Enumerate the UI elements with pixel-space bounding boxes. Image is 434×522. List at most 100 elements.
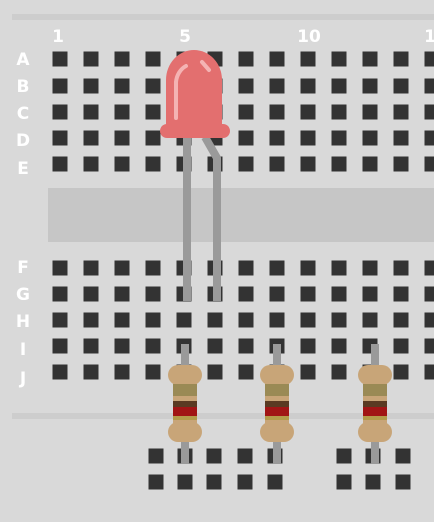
hole-bottom[interactable]: [207, 364, 223, 380]
hole-top[interactable]: [83, 78, 99, 94]
rail-hole[interactable]: [148, 474, 164, 490]
hole-bottom[interactable]: [331, 286, 347, 302]
hole-top[interactable]: [424, 78, 434, 94]
hole-top[interactable]: [114, 156, 130, 172]
hole-bottom[interactable]: [207, 338, 223, 354]
hole-bottom[interactable]: [145, 364, 161, 380]
hole-bottom[interactable]: [393, 338, 409, 354]
hole-bottom[interactable]: [83, 260, 99, 276]
hole-bottom[interactable]: [362, 286, 378, 302]
hole-bottom[interactable]: [331, 312, 347, 328]
hole-top[interactable]: [424, 130, 434, 146]
hole-bottom[interactable]: [424, 286, 434, 302]
hole-bottom[interactable]: [176, 312, 192, 328]
hole-top[interactable]: [331, 78, 347, 94]
hole-top[interactable]: [269, 130, 285, 146]
hole-top[interactable]: [114, 130, 130, 146]
hole-top[interactable]: [362, 78, 378, 94]
hole-top[interactable]: [424, 51, 434, 67]
hole-top[interactable]: [269, 78, 285, 94]
hole-top[interactable]: [300, 156, 316, 172]
rail-hole[interactable]: [365, 474, 381, 490]
hole-top[interactable]: [269, 156, 285, 172]
hole-bottom[interactable]: [300, 364, 316, 380]
hole-top[interactable]: [52, 156, 68, 172]
hole-bottom[interactable]: [114, 338, 130, 354]
hole-bottom[interactable]: [52, 260, 68, 276]
hole-bottom[interactable]: [52, 364, 68, 380]
hole-bottom[interactable]: [362, 312, 378, 328]
hole-bottom[interactable]: [269, 260, 285, 276]
hole-top[interactable]: [238, 104, 254, 120]
hole-bottom[interactable]: [238, 312, 254, 328]
hole-top[interactable]: [114, 78, 130, 94]
hole-top[interactable]: [331, 51, 347, 67]
hole-top[interactable]: [393, 51, 409, 67]
hole-bottom[interactable]: [114, 286, 130, 302]
hole-top[interactable]: [331, 156, 347, 172]
hole-top[interactable]: [393, 104, 409, 120]
hole-bottom[interactable]: [331, 338, 347, 354]
resistor[interactable]: [358, 344, 392, 464]
rail-hole[interactable]: [336, 474, 352, 490]
hole-bottom[interactable]: [300, 260, 316, 276]
hole-top[interactable]: [393, 156, 409, 172]
hole-top[interactable]: [238, 78, 254, 94]
hole-top[interactable]: [393, 78, 409, 94]
hole-top[interactable]: [83, 156, 99, 172]
hole-top[interactable]: [362, 51, 378, 67]
rail-hole[interactable]: [206, 448, 222, 464]
rail-hole[interactable]: [237, 474, 253, 490]
rail-hole[interactable]: [148, 448, 164, 464]
hole-bottom[interactable]: [145, 286, 161, 302]
hole-bottom[interactable]: [238, 260, 254, 276]
hole-bottom[interactable]: [145, 260, 161, 276]
hole-top[interactable]: [145, 130, 161, 146]
hole-top[interactable]: [83, 130, 99, 146]
resistor[interactable]: [168, 344, 202, 464]
hole-bottom[interactable]: [238, 286, 254, 302]
hole-bottom[interactable]: [331, 364, 347, 380]
rail-hole[interactable]: [395, 448, 411, 464]
rail-hole[interactable]: [395, 474, 411, 490]
hole-top[interactable]: [362, 130, 378, 146]
hole-top[interactable]: [238, 51, 254, 67]
hole-top[interactable]: [269, 51, 285, 67]
hole-top[interactable]: [52, 130, 68, 146]
hole-top[interactable]: [83, 51, 99, 67]
hole-bottom[interactable]: [331, 260, 347, 276]
hole-bottom[interactable]: [269, 286, 285, 302]
hole-bottom[interactable]: [300, 338, 316, 354]
hole-top[interactable]: [114, 104, 130, 120]
hole-bottom[interactable]: [424, 260, 434, 276]
hole-top[interactable]: [114, 51, 130, 67]
hole-bottom[interactable]: [114, 364, 130, 380]
hole-top[interactable]: [52, 104, 68, 120]
led[interactable]: [160, 50, 230, 138]
rail-hole[interactable]: [336, 448, 352, 464]
hole-bottom[interactable]: [393, 364, 409, 380]
hole-bottom[interactable]: [393, 286, 409, 302]
rail-hole[interactable]: [237, 448, 253, 464]
hole-bottom[interactable]: [238, 338, 254, 354]
hole-top[interactable]: [145, 104, 161, 120]
hole-bottom[interactable]: [424, 312, 434, 328]
hole-bottom[interactable]: [238, 364, 254, 380]
rail-hole[interactable]: [267, 474, 283, 490]
hole-bottom[interactable]: [362, 260, 378, 276]
rail-hole[interactable]: [177, 474, 193, 490]
hole-bottom[interactable]: [83, 338, 99, 354]
hole-top[interactable]: [145, 78, 161, 94]
hole-bottom[interactable]: [300, 312, 316, 328]
hole-bottom[interactable]: [269, 312, 285, 328]
hole-top[interactable]: [300, 130, 316, 146]
hole-bottom[interactable]: [83, 286, 99, 302]
hole-bottom[interactable]: [424, 338, 434, 354]
hole-top[interactable]: [331, 104, 347, 120]
hole-bottom[interactable]: [52, 338, 68, 354]
hole-bottom[interactable]: [300, 286, 316, 302]
hole-top[interactable]: [362, 104, 378, 120]
hole-top[interactable]: [83, 104, 99, 120]
hole-top[interactable]: [300, 51, 316, 67]
hole-bottom[interactable]: [145, 338, 161, 354]
